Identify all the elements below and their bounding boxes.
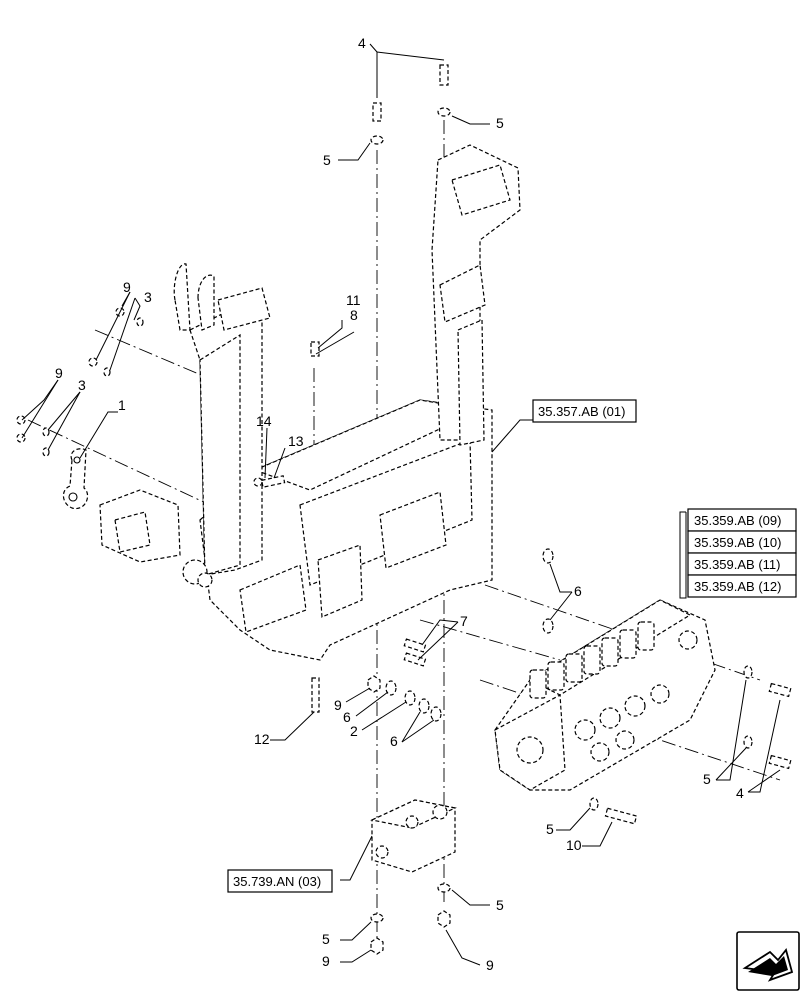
callout-7: 7 — [460, 613, 468, 629]
callout-labels: 4 5 5 11 8 9 3 9 3 1 14 13 6 7 12 9 6 2 … — [55, 35, 744, 973]
callout-3-lower: 3 — [78, 377, 86, 393]
callout-5-bottom-right: 5 — [496, 897, 504, 913]
callout-5-top-right: 5 — [496, 115, 504, 131]
callout-4-top: 4 — [358, 35, 366, 51]
callout-9-upper: 9 — [123, 279, 131, 295]
ref-valve-2-label: 35.359.AB (10) — [694, 535, 781, 550]
frame-assembly — [99, 144, 521, 661]
valve-ports — [516, 630, 698, 764]
leader-lines — [21, 43, 781, 966]
ref-valve-4-label: 35.359.AB (12) — [694, 579, 781, 594]
control-valve-bank — [494, 599, 716, 791]
fasteners — [16, 64, 792, 955]
callout-6-lower: 6 — [390, 733, 398, 749]
ref-frame-label: 35.357.AB (01) — [538, 404, 625, 419]
ref-valve-3-label: 35.359.AB (11) — [694, 557, 780, 572]
callout-10: 10 — [566, 837, 582, 853]
callout-12: 12 — [254, 731, 270, 747]
valve-block-part — [370, 799, 457, 873]
next-page-arrow-icon[interactable] — [736, 931, 800, 991]
callout-2: 2 — [350, 723, 358, 739]
ref-block[interactable]: 35.739.AN (03) — [227, 869, 333, 893]
valve-spools — [529, 621, 655, 699]
link-plate-part-1 — [62, 448, 89, 510]
ref-frame[interactable]: 35.357.AB (01) — [532, 399, 637, 423]
ref-block-label: 35.739.AN (03) — [233, 874, 321, 889]
callout-5-valve: 5 — [703, 771, 711, 787]
ref-valve-3[interactable]: 35.359.AB (11) — [687, 552, 797, 576]
ref-valve-group: 35.359.AB (09) 35.359.AB (10) 35.359.AB … — [679, 508, 797, 599]
ref-valve-1[interactable]: 35.359.AB (09) — [687, 508, 797, 532]
callout-11: 11 — [346, 292, 361, 308]
callout-14: 14 — [256, 413, 272, 429]
ref-valve-2[interactable]: 35.359.AB (10) — [687, 530, 797, 554]
ref-valve-1-label: 35.359.AB (09) — [694, 513, 781, 528]
callout-8: 8 — [350, 307, 358, 323]
callout-1: 1 — [118, 397, 126, 413]
callout-5-bolt: 5 — [546, 821, 554, 837]
callout-4-valve: 4 — [736, 785, 744, 801]
callout-5-top-left: 5 — [323, 152, 331, 168]
ref-valve-4[interactable]: 35.359.AB (12) — [687, 574, 797, 598]
callout-6-mid: 6 — [343, 709, 351, 725]
callout-3-upper: 3 — [144, 289, 152, 305]
callout-13: 13 — [288, 433, 304, 449]
callout-9-bottom-right: 9 — [486, 957, 494, 973]
callout-6-right: 6 — [574, 583, 582, 599]
callout-9-mid: 9 — [334, 697, 342, 713]
reference-boxes: 35.357.AB (01) 35.359.AB (09) 35.359.AB … — [227, 399, 797, 893]
callout-9-lower: 9 — [55, 365, 63, 381]
callout-9-bottom-left: 9 — [322, 953, 330, 969]
callout-5-bottom-left: 5 — [322, 931, 330, 947]
